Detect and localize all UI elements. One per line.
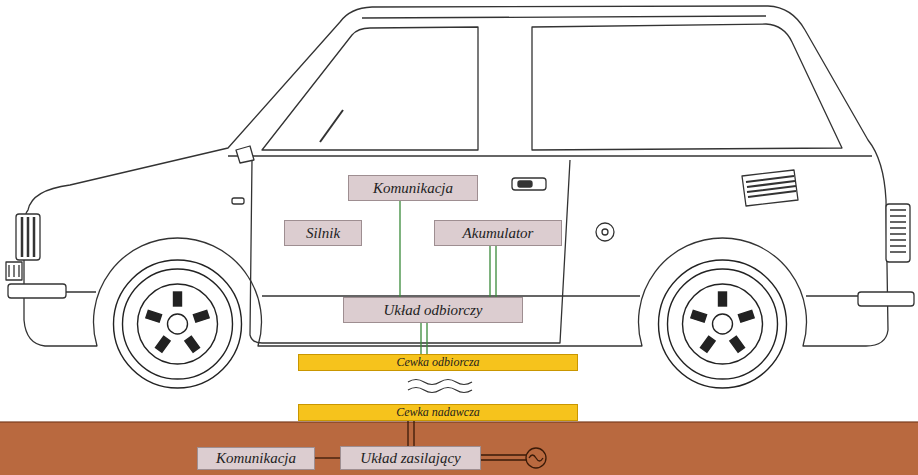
component-box: Komunikacja <box>348 175 478 201</box>
car-body-part <box>746 176 796 197</box>
ground-part <box>0 422 918 475</box>
component-box: Układ zasilający <box>340 446 481 470</box>
rear-wheel-part <box>691 310 707 322</box>
car-body-part <box>886 204 910 262</box>
rear-wheel-part <box>738 310 754 322</box>
car-body-part <box>362 16 766 18</box>
car-body-part <box>9 265 19 277</box>
ground <box>0 422 918 475</box>
wire-connector <box>408 421 414 446</box>
component-box: Akumulator <box>434 220 562 246</box>
rear-wheel-part <box>713 314 733 334</box>
front-wheel-part <box>193 310 209 322</box>
car-body-part <box>532 24 842 150</box>
car-body-part <box>320 110 343 142</box>
front-wheel-part <box>155 336 170 352</box>
car-body-part <box>890 210 906 252</box>
car-body-part <box>742 170 798 206</box>
wire-connector <box>315 457 340 458</box>
car-body-part <box>262 27 478 150</box>
component-label: Układ odbiorczy <box>383 302 482 319</box>
rear-wheel-part <box>659 260 787 388</box>
car-body-part <box>602 229 608 235</box>
ac-source <box>481 448 546 468</box>
front-wheel-part <box>114 260 242 388</box>
rear-wheel <box>659 260 787 388</box>
component-label: Układ zasilający <box>360 450 460 467</box>
component-label: Akumulator <box>463 225 534 242</box>
component-box: Komunikacja <box>197 447 315 470</box>
wire-connector <box>490 246 496 297</box>
front-wheel-part <box>123 269 233 379</box>
car-body-part <box>596 223 614 241</box>
component-label: Cewka nadawcza <box>396 406 480 419</box>
car-body-part <box>8 284 66 298</box>
wire-connector <box>399 201 400 297</box>
rear-wheel-part <box>668 269 778 379</box>
component-box: Układ odbiorczy <box>343 297 523 323</box>
car-body-part <box>512 178 546 190</box>
car-body-part <box>228 155 872 156</box>
rear-wheel-part <box>719 292 727 306</box>
rear-wheel-part <box>730 336 745 352</box>
car-body-part <box>6 262 22 280</box>
front-wheel-part <box>138 284 218 364</box>
car-body-part <box>232 198 244 204</box>
magnetic-field-waves-part <box>408 388 472 393</box>
car-body-part <box>250 160 570 343</box>
front-wheel-part <box>174 292 182 306</box>
car-body-part <box>518 181 532 187</box>
ac-source-part <box>481 455 526 460</box>
magnetic-field-waves <box>408 380 472 393</box>
coil-bar: Cewka nadawcza <box>298 404 578 421</box>
ac-source-part <box>529 455 543 461</box>
front-wheel-part <box>185 336 200 352</box>
wire-connector <box>421 323 427 354</box>
coil-bar: Cewka odbiorcza <box>298 354 578 371</box>
front-wheel-part <box>168 314 188 334</box>
car-body-part <box>236 146 254 163</box>
front-wheel <box>114 260 242 388</box>
ac-source-part <box>526 448 546 468</box>
car-body-part <box>858 292 914 306</box>
component-label: Cewka odbiorcza <box>396 356 479 369</box>
rear-wheel-part <box>700 336 715 352</box>
car-body-part <box>22 217 34 257</box>
component-label: Silnik <box>306 225 340 242</box>
magnetic-field-waves-part <box>408 380 472 385</box>
component-label: Komunikacja <box>216 450 296 467</box>
car-body-part <box>16 214 40 260</box>
component-box: Silnik <box>284 220 362 246</box>
rear-wheel-part <box>683 284 763 364</box>
front-wheel-part <box>146 310 162 322</box>
component-label: Komunikacja <box>373 180 453 197</box>
